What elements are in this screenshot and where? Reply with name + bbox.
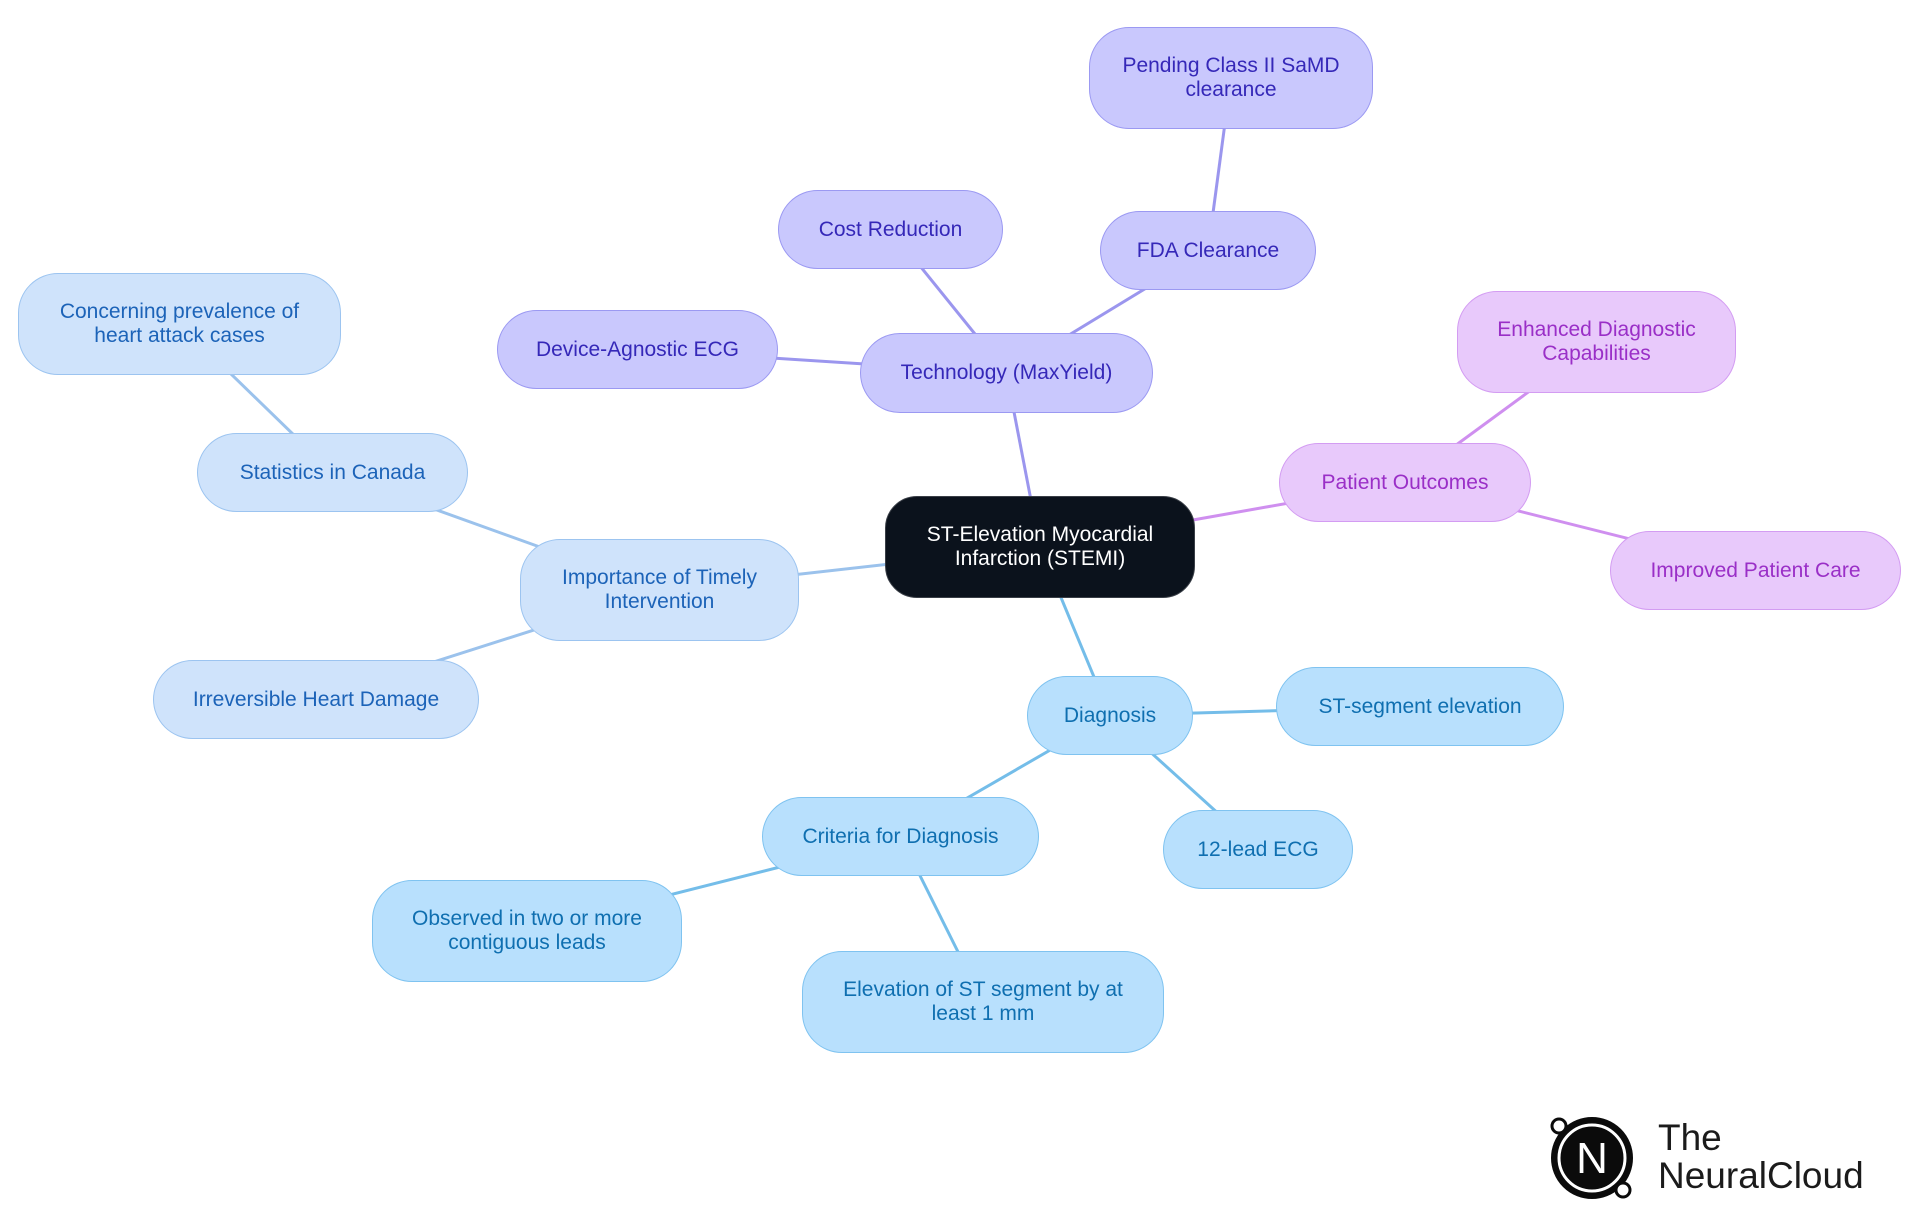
- node-root: ST-Elevation Myocardial Infarction (STEM…: [885, 496, 1195, 598]
- node-tech: Technology (MaxYield): [860, 333, 1153, 413]
- node-diag: Diagnosis: [1027, 676, 1193, 755]
- logo-mark-letter: N: [1576, 1134, 1608, 1183]
- node-stats: Statistics in Canada: [197, 433, 468, 512]
- logo-text-the: The: [1658, 1117, 1722, 1158]
- node-timely: Importance of Timely Intervention: [520, 539, 799, 641]
- node-lead12: 12-lead ECG: [1163, 810, 1353, 889]
- node-cost: Cost Reduction: [778, 190, 1003, 269]
- node-irrev: Irreversible Heart Damage: [153, 660, 479, 739]
- node-improved: Improved Patient Care: [1610, 531, 1901, 610]
- neuralcloud-logo: N The NeuralCloud: [1548, 1112, 1888, 1204]
- node-device: Device-Agnostic ECG: [497, 310, 778, 389]
- neuralcloud-logo-icon: N: [1550, 1117, 1633, 1199]
- node-enhanced: Enhanced Diagnostic Capabilities: [1457, 291, 1736, 393]
- node-stseg: ST-segment elevation: [1276, 667, 1564, 746]
- node-elev: Elevation of ST segment by at least 1 mm: [802, 951, 1164, 1053]
- node-fda: FDA Clearance: [1100, 211, 1316, 290]
- node-patient: Patient Outcomes: [1279, 443, 1531, 522]
- logo-text-neuralcloud: NeuralCloud: [1658, 1155, 1864, 1196]
- node-observed: Observed in two or more contiguous leads: [372, 880, 682, 982]
- node-pending: Pending Class II SaMD clearance: [1089, 27, 1373, 129]
- node-concern: Concerning prevalence of heart attack ca…: [18, 273, 341, 375]
- node-criteria: Criteria for Diagnosis: [762, 797, 1039, 876]
